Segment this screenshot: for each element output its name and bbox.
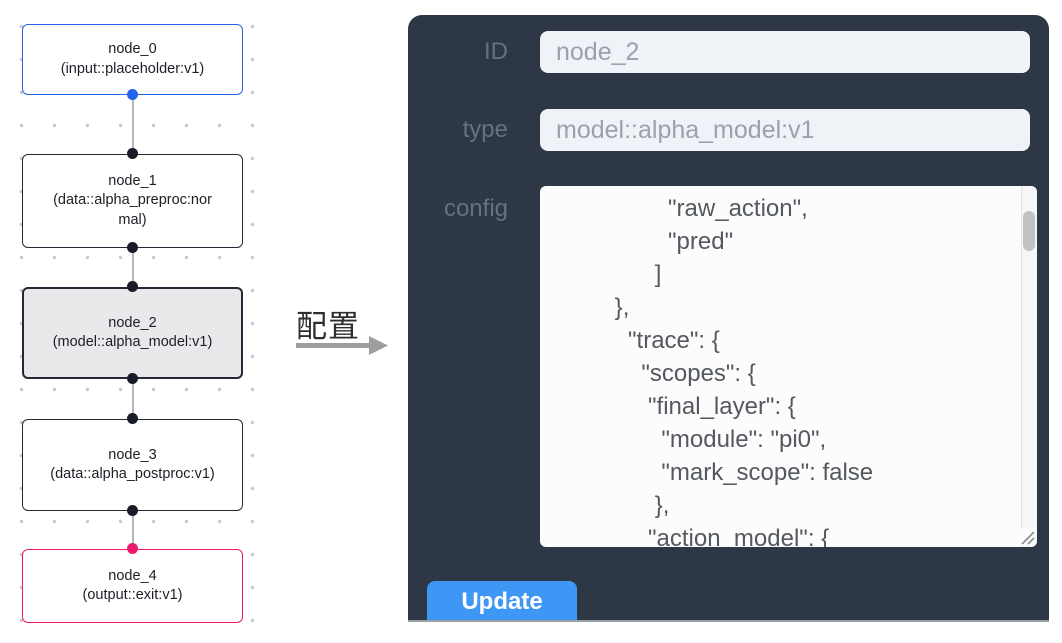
type-input[interactable] xyxy=(540,109,1030,151)
node-subtitle: (model::alpha_model:v1) xyxy=(52,334,213,350)
port-node1-in[interactable] xyxy=(127,148,138,159)
edge-node0-node1 xyxy=(132,95,134,154)
port-node4-in[interactable] xyxy=(127,543,138,554)
port-node3-out[interactable] xyxy=(127,505,138,516)
type-field-label: type xyxy=(462,116,508,143)
edge-node3-node4 xyxy=(132,511,134,549)
config-json-text: "raw_action", "pred" ] }, "trace": { "sc… xyxy=(614,195,874,547)
node-config-panel: ID type config "raw_action", "pred" ] },… xyxy=(408,15,1049,622)
scrollbar-thumb[interactable] xyxy=(1023,211,1035,251)
port-node3-in[interactable] xyxy=(127,413,138,424)
right-arrow-icon xyxy=(296,336,388,355)
flow-node-output[interactable]: node_4 (output::exit:v1) xyxy=(22,549,243,623)
node-title: node_1 xyxy=(108,172,157,189)
node-subtitle: (data::alpha_postproc:v1) xyxy=(50,466,215,482)
port-node2-out[interactable] xyxy=(127,373,138,384)
node-title: node_0 xyxy=(108,41,157,57)
node-subtitle: (data::alpha_preproc:normal) xyxy=(53,192,212,228)
id-input[interactable] xyxy=(540,31,1030,73)
node-title: node_3 xyxy=(108,446,157,463)
node-title: node_4 xyxy=(108,567,157,584)
port-node0-out[interactable] xyxy=(127,89,138,100)
port-node2-in[interactable] xyxy=(127,281,138,292)
port-node1-out[interactable] xyxy=(127,242,138,253)
flow-node-input[interactable]: node_0 (input::placeholder:v1) xyxy=(22,24,243,95)
config-field-label: config xyxy=(443,195,508,222)
config-textarea[interactable]: "raw_action", "pred" ] }, "trace": { "sc… xyxy=(540,186,1037,547)
flow-node-postproc[interactable]: node_3 (data::alpha_postproc:v1) xyxy=(22,419,243,511)
configure-annotation-label: 配置 xyxy=(296,309,360,344)
node-subtitle: (output::exit:v1) xyxy=(82,587,183,603)
scrollbar-track[interactable] xyxy=(1021,186,1037,547)
id-field-label: ID xyxy=(484,38,508,65)
node-title: node_2 xyxy=(108,314,157,331)
edge-node1-node2 xyxy=(132,248,134,287)
edge-node2-node3 xyxy=(132,379,134,419)
node-subtitle: (input::placeholder:v1) xyxy=(60,60,205,77)
flow-node-preproc[interactable]: node_1 (data::alpha_preproc:normal) xyxy=(22,154,243,248)
resize-grip-icon[interactable] xyxy=(1018,528,1036,546)
update-button[interactable]: Update xyxy=(427,581,577,620)
flow-node-model-selected[interactable]: node_2 (model::alpha_model:v1) xyxy=(22,287,243,379)
